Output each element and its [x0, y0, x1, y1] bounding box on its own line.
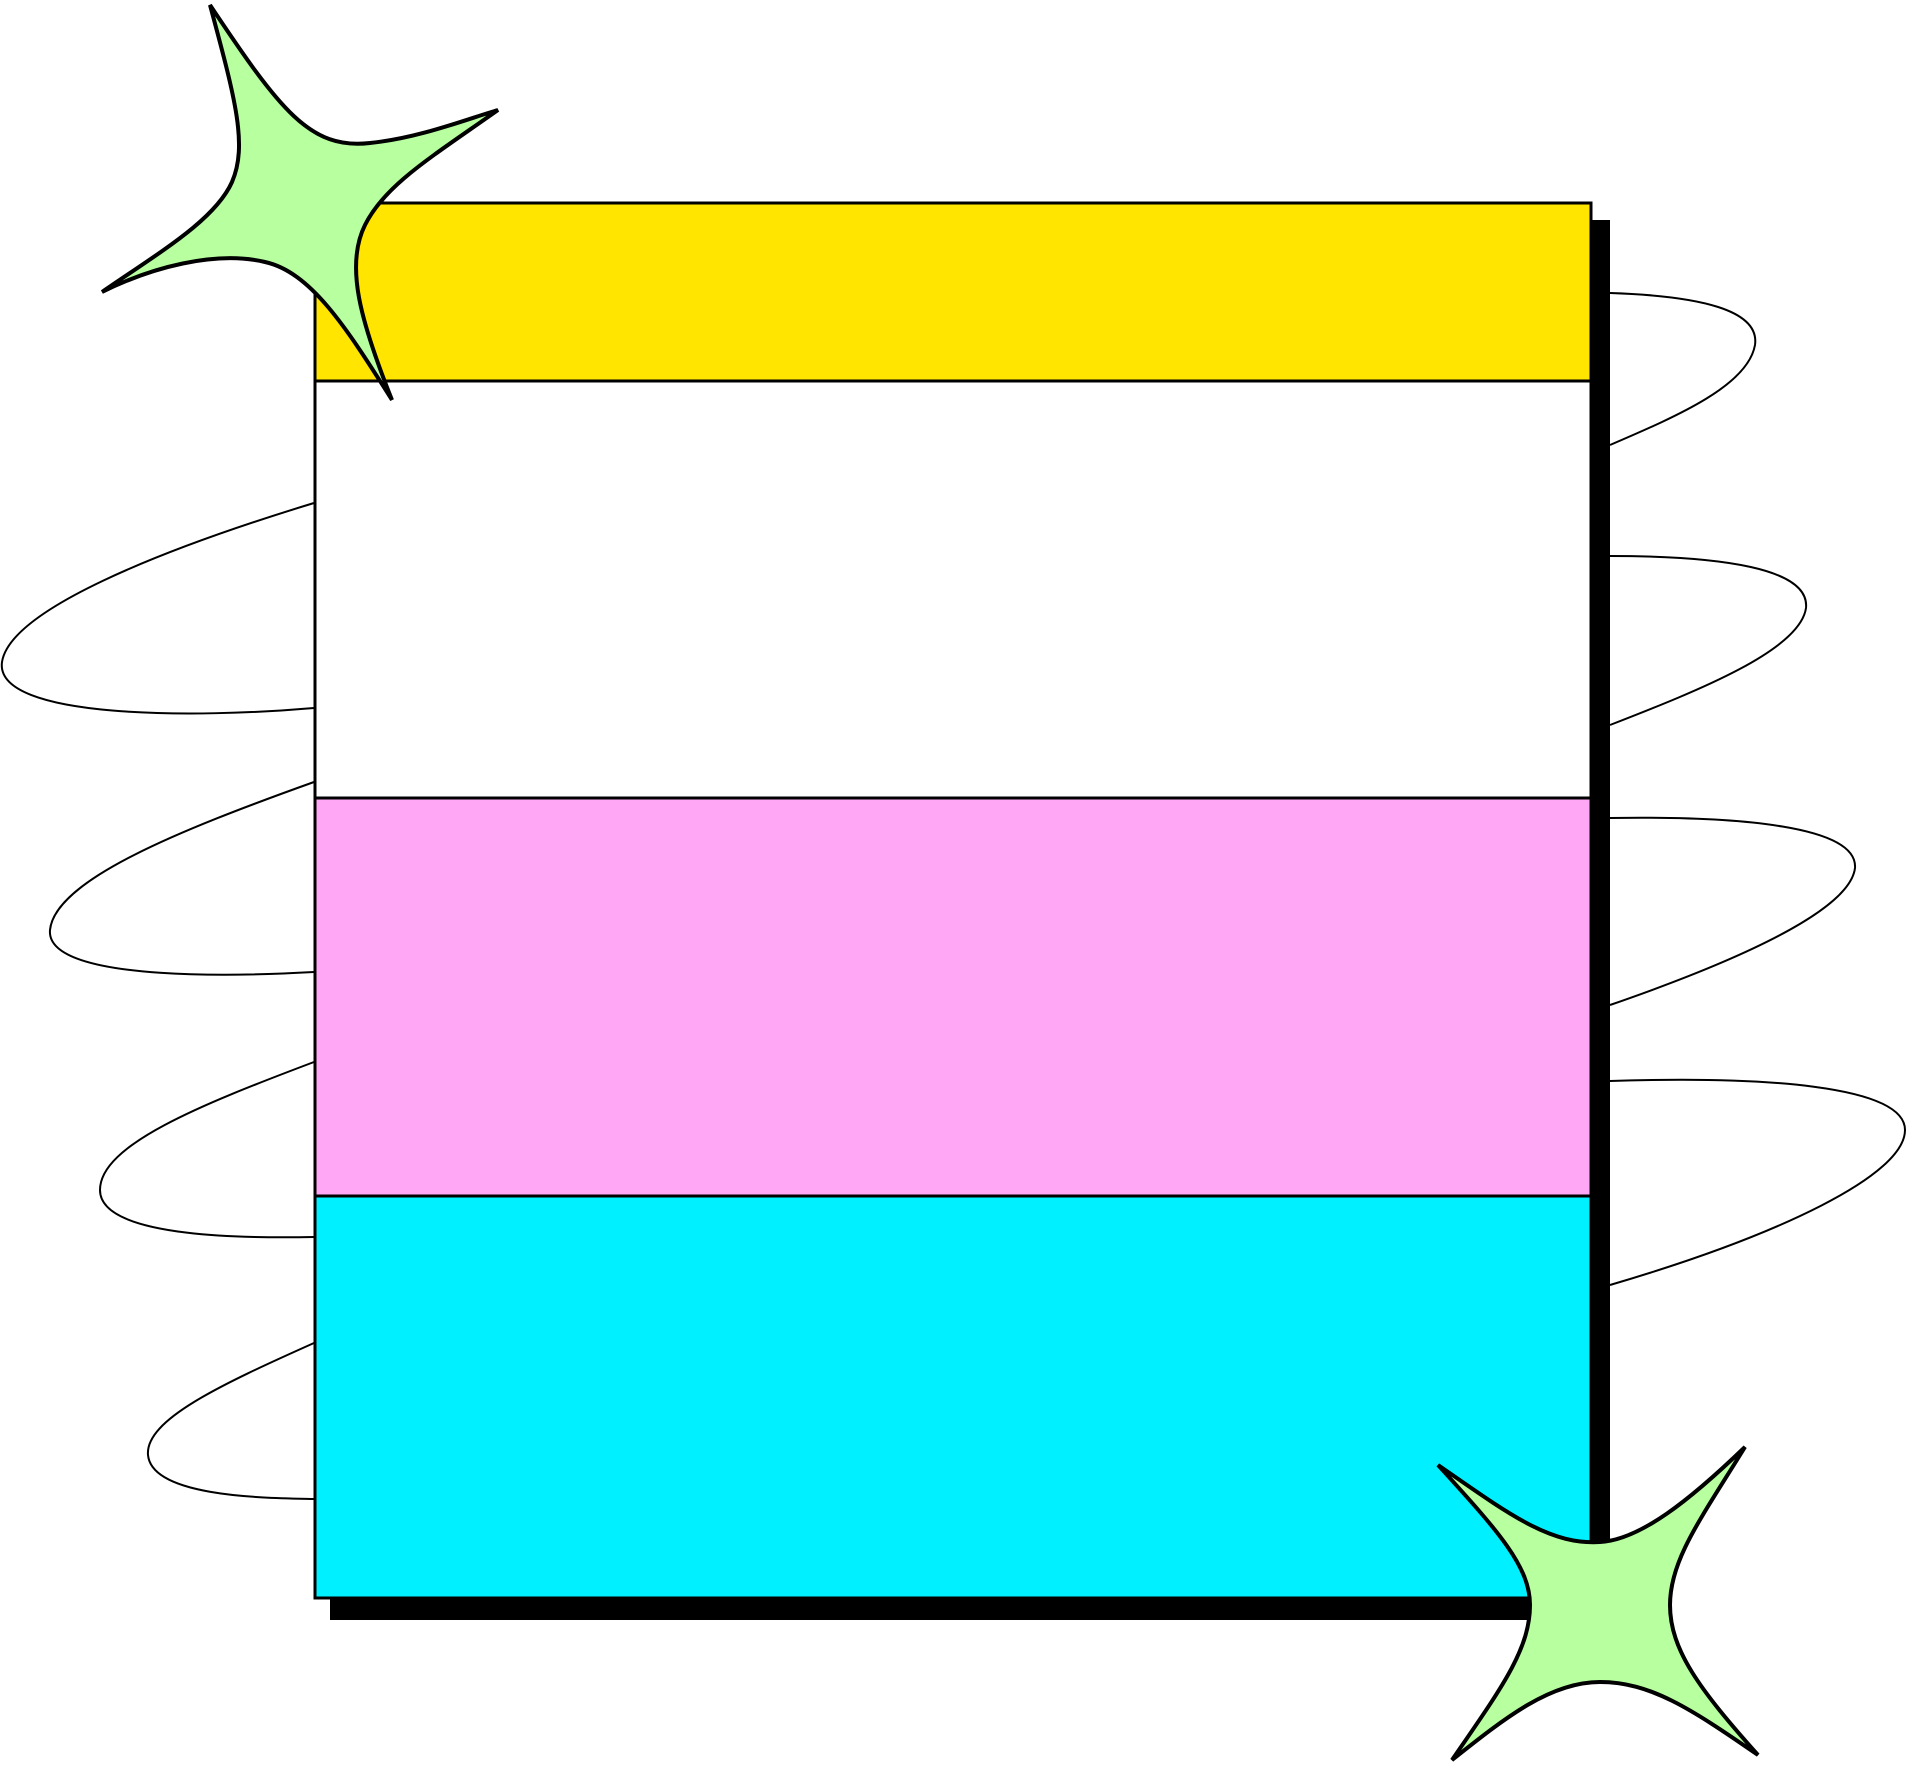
- spiral-loop-left-2: [48, 781, 315, 976]
- body-band-white: [313, 379, 1593, 800]
- spiral-loop-right-2: [1609, 555, 1808, 726]
- spiral-wire: [0, 292, 1907, 1500]
- header-band: [313, 201, 1593, 383]
- sparkle-star-icon: [100, 3, 500, 402]
- spiral-loop-left-3: [98, 1061, 315, 1239]
- body-band-cyan: [313, 1194, 1593, 1600]
- body-band-pink: [313, 796, 1593, 1198]
- spiral-loop-left-4: [146, 1342, 315, 1500]
- sparkle-star-icon: [1436, 1445, 1760, 1762]
- spiral-loop-right-3: [1609, 816, 1857, 1006]
- spiral-loop-right-4: [1609, 1078, 1907, 1286]
- spiral-loop-right-1: [1609, 292, 1757, 446]
- spiral-loop-left-1: [0, 502, 315, 715]
- frame: [313, 201, 1593, 1600]
